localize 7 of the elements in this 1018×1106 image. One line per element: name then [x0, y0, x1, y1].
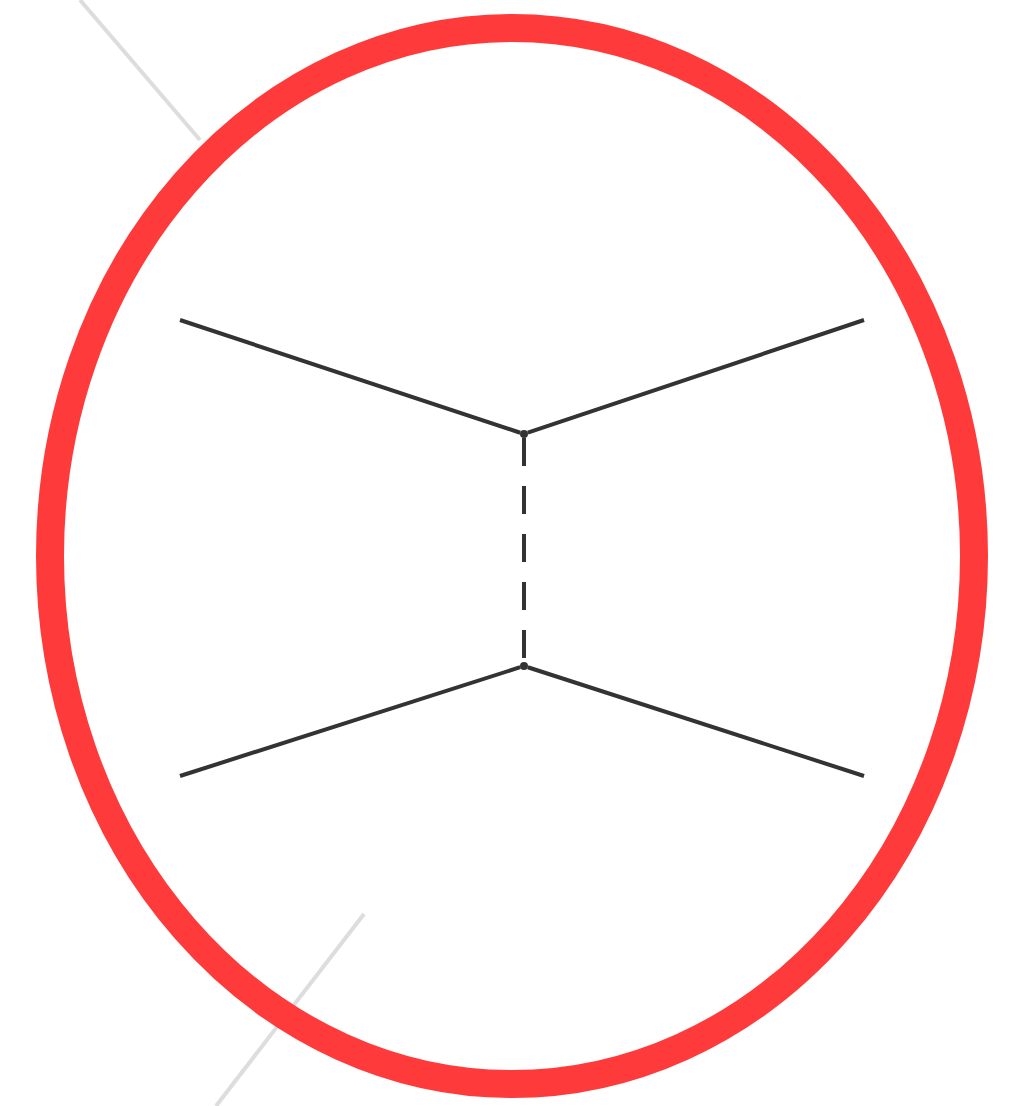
line — [527, 318, 865, 435]
dashed-line — [522, 438, 526, 662]
line — [527, 665, 865, 778]
line — [179, 665, 521, 778]
vertex — [520, 430, 528, 438]
vertex — [520, 662, 528, 670]
line — [179, 318, 521, 435]
